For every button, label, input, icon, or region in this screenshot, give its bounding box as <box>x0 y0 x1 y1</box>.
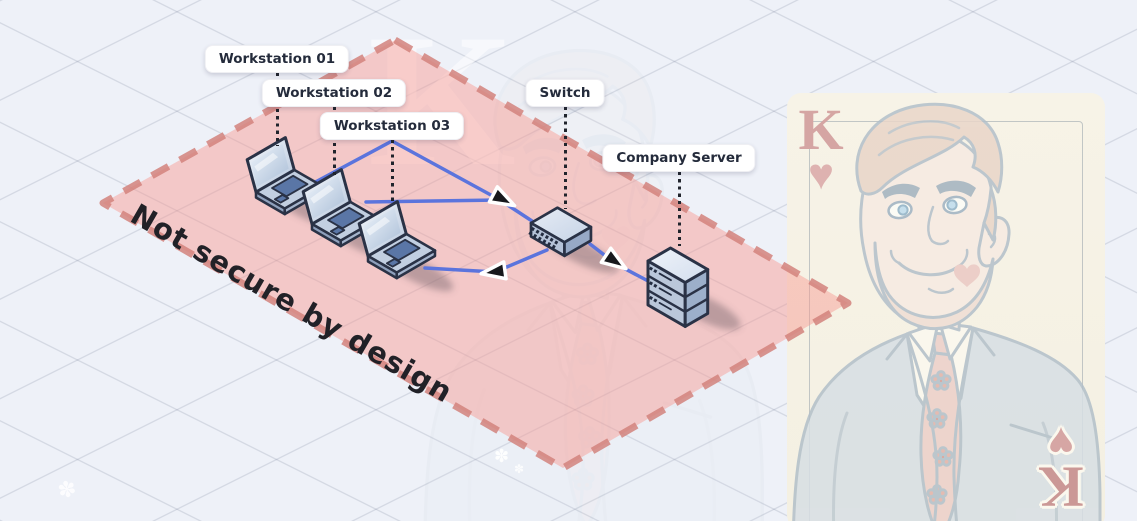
label-workstation-01: Workstation 01 <box>204 45 350 73</box>
card-rank-letter: K <box>798 97 844 162</box>
king-of-hearts-card: K ♥ K ♥ <box>787 93 1105 521</box>
leader-company-server <box>677 172 681 246</box>
leader-workstation-02 <box>332 107 336 176</box>
heart-suit-icon: ♥ <box>807 150 835 200</box>
link-workstation-02-switch <box>364 198 502 204</box>
sparkle-icon: ✽ <box>514 462 525 476</box>
label-switch: Switch <box>525 79 605 107</box>
leader-workstation-03 <box>390 140 394 203</box>
label-company-server: Company Server <box>602 144 756 172</box>
label-workstation-02: Workstation 02 <box>261 79 407 107</box>
sparkle-icon: ✽ <box>494 446 510 467</box>
leader-switch <box>563 107 567 209</box>
link-workstation-01-switch <box>306 139 534 223</box>
leader-workstation-01 <box>275 73 279 146</box>
label-workstation-03: Workstation 03 <box>319 112 465 140</box>
card-rank-top-left: K ♥ <box>795 97 847 200</box>
